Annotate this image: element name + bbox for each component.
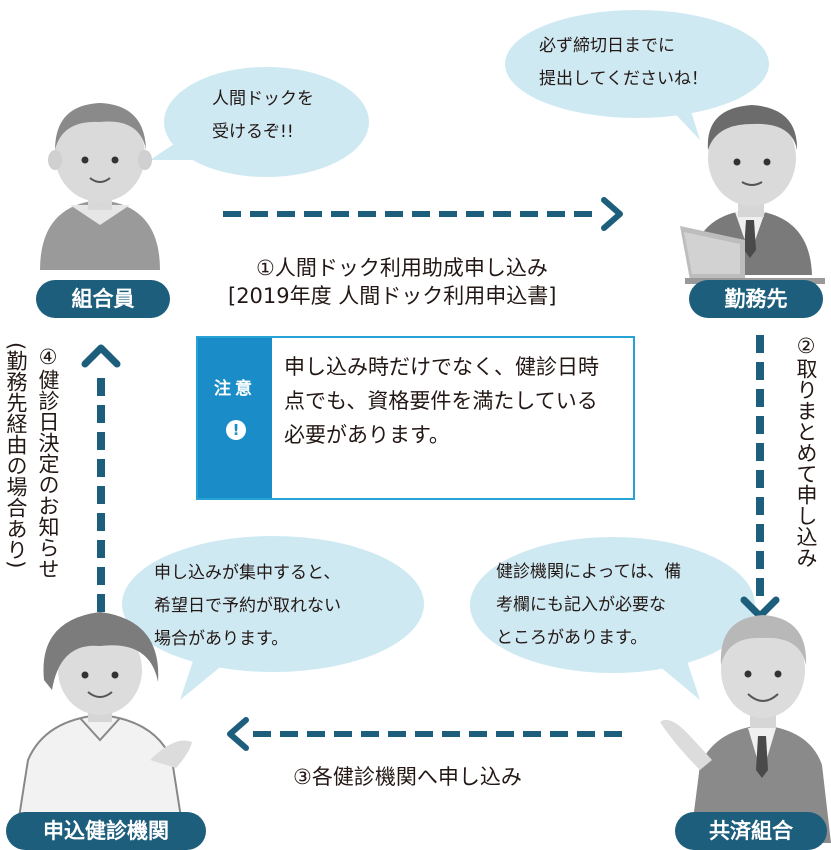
speech-text-clinic: 申し込みが集中すると、 希望日で予約が取れない 場合があります。	[154, 563, 341, 649]
step1-subcaption: [2019年度 人間ドック利用申込書]	[228, 284, 557, 308]
mutual-aid-illustration	[660, 615, 831, 843]
speech-text-employer: 必ず締切日までに 提出してくださいね！	[539, 36, 708, 89]
exclamation-icon: !	[226, 420, 246, 440]
bubble-tail-mutual-aid	[640, 640, 700, 700]
speech-bubble-mutual-aid: 健診機関によっては、備 考欄にも記入が必要な ところがあります。	[470, 537, 755, 673]
note-tag-label: 注意	[214, 379, 256, 399]
note-box: 注意 ! 申し込み時だけでなく、健診日時 点でも、資格要件を満たしている 必要が…	[196, 336, 635, 500]
arrow-step3-head	[227, 717, 249, 751]
arrow-step1-head	[601, 197, 623, 231]
step3-caption: ③各健診機関へ申し込み	[293, 765, 522, 789]
step1-caption: ①人間ドック利用助成申し込み	[256, 256, 548, 280]
arrow-step4-head	[81, 344, 121, 368]
note-tag: 注意 !	[198, 338, 272, 498]
label-member: 組合員	[36, 280, 170, 318]
bubble-tail-employer	[660, 98, 700, 140]
speech-bubble-employer: 必ず締切日までに 提出してくださいね！	[505, 10, 769, 118]
clinic-illustration	[13, 612, 192, 843]
label-mutual-aid: 共済組合	[675, 812, 827, 850]
note-text: 申し込み時だけでなく、健診日時 点でも、資格要件を満たしている 必要があります。	[284, 355, 599, 447]
speech-text-member: 人間ドックを 受けるぞ!!	[212, 89, 314, 142]
step4-caption: ④健診日決定のお知らせ	[36, 345, 60, 579]
speech-bubble-clinic: 申し込みが集中すると、 希望日で予約が取れない 場合があります。	[122, 536, 424, 672]
step2-caption: ②取りまとめて申し込み	[794, 334, 818, 568]
employer-illustration	[680, 105, 825, 284]
speech-text-mutual-aid: 健診機関によっては、備 考欄にも記入が必要な ところがあります。	[496, 562, 682, 648]
step4-subcaption: (勤務先経由の場合あり)	[4, 342, 28, 569]
arrow-step2-head	[740, 596, 780, 620]
member-illustration	[40, 103, 160, 270]
label-employer: 勤務先	[689, 280, 823, 318]
bubble-tail-clinic	[180, 640, 235, 700]
bubble-tail-member	[150, 140, 200, 160]
label-clinic: 申込健診機関	[6, 812, 206, 850]
